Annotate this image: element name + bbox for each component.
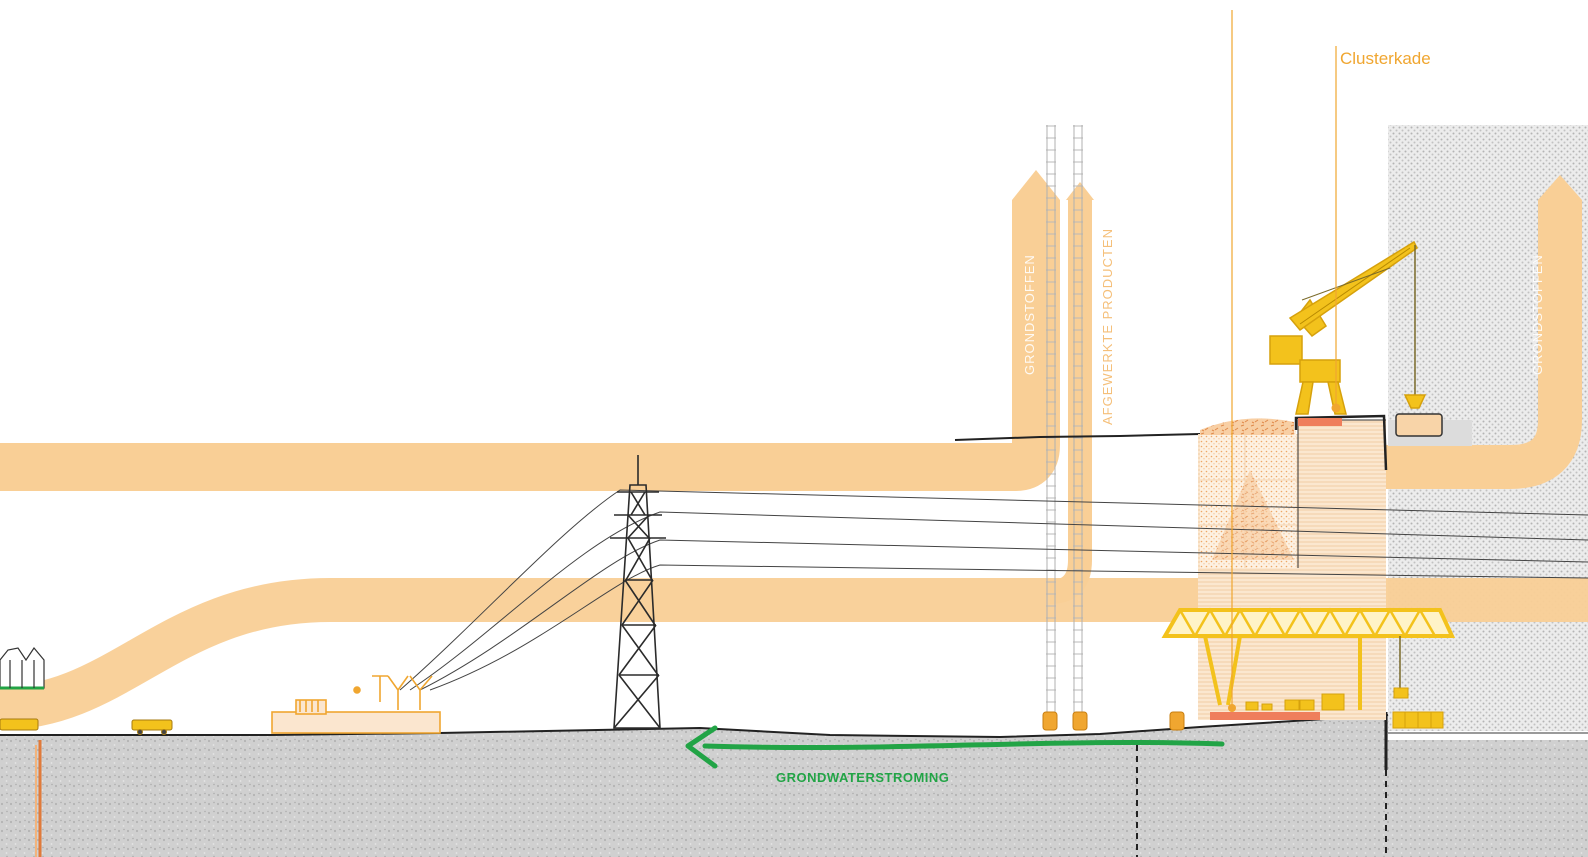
terminal-building xyxy=(1198,414,1388,720)
arrow-left-icon xyxy=(702,739,1225,751)
rail-wagon-icons xyxy=(1042,711,1185,731)
afgewerkte-producten-label: AFGEWERKTE PRODUCTEN xyxy=(1100,228,1115,425)
arrow-up-icon-3 xyxy=(1538,175,1582,200)
clusterkade-annotation xyxy=(1228,10,1341,712)
ground-section xyxy=(0,715,1588,857)
harbour-crane-icon xyxy=(1269,240,1427,415)
flow-band-lower xyxy=(0,578,1588,730)
flow-band-upper xyxy=(0,200,1060,491)
gantry-crane-icon xyxy=(1161,607,1456,710)
groundwater-arrow xyxy=(685,725,1225,769)
ground-surface-line xyxy=(0,714,1389,739)
grondstoffen-label-right: GRONDSTOFFEN xyxy=(1530,254,1545,375)
truck-icon-left xyxy=(0,718,39,731)
barge xyxy=(1395,413,1443,437)
rail-track-icon xyxy=(1046,125,1083,730)
greenhouse-icon xyxy=(0,646,45,690)
groundwater-label: GRONDWATERSTROMING xyxy=(776,770,949,785)
clusterkade-label: Clusterkade xyxy=(1340,49,1431,68)
flow-band-right xyxy=(1386,200,1582,489)
chip-pile xyxy=(1200,418,1294,435)
quay-container-stack-icon xyxy=(1392,711,1444,729)
factory-icon xyxy=(271,675,441,734)
grondstoffen-label-left: GRONDSTOFFEN xyxy=(1022,254,1037,375)
pylon-icon xyxy=(610,455,666,729)
truck-icon xyxy=(131,719,173,735)
container-stack-icon xyxy=(1245,693,1345,711)
